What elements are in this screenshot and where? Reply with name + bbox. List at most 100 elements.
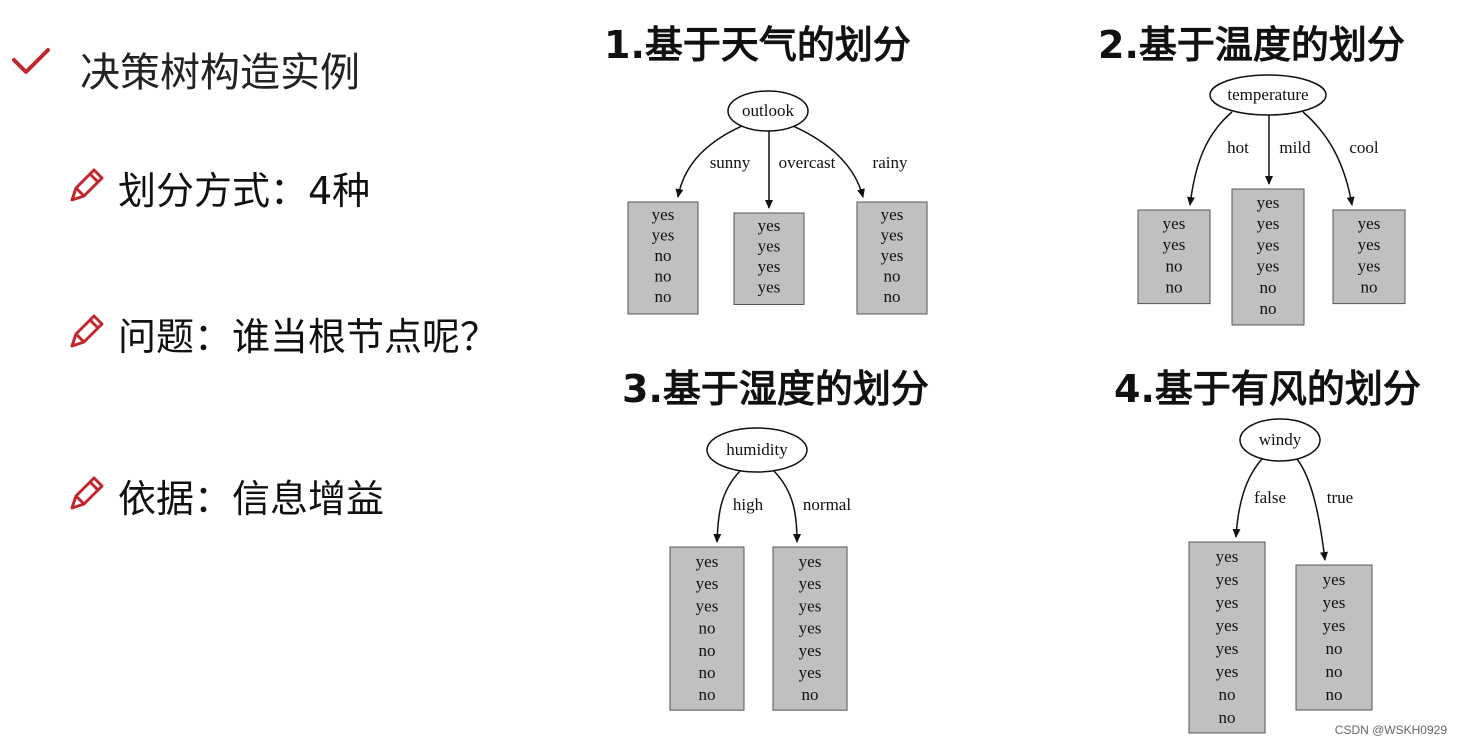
root-node-label: windy (1259, 430, 1302, 449)
leaf-value: yes (799, 619, 822, 638)
leaf-value: no (655, 267, 672, 286)
branch-label: true (1327, 488, 1353, 507)
leaf-node-rainy (856, 201, 928, 315)
tree-temperature: temperature hot yes yes no no mild yes yes yes yes… (1137, 74, 1406, 326)
leaf-value: no (699, 619, 716, 638)
edge-normal (773, 470, 801, 543)
root-node (706, 427, 808, 473)
leaf-value: yes (1358, 235, 1381, 254)
leaf-value: yes (1257, 257, 1280, 276)
leaf-node-overcast (733, 212, 805, 305)
leaf-value: yes (881, 205, 904, 224)
leaf-value: yes (799, 552, 822, 571)
leaf-node-high (669, 546, 745, 711)
leaf-value: yes (1163, 235, 1186, 254)
edge-rainy (792, 125, 865, 198)
leaf-value: no (1166, 256, 1183, 275)
leaf-value: yes (1257, 193, 1280, 212)
leaf-value: no (1260, 278, 1277, 297)
branch-label: rainy (873, 153, 908, 172)
leaf-value: yes (652, 226, 675, 245)
branch-label: normal (803, 495, 851, 514)
branch-label: overcast (779, 153, 836, 172)
edge-false (1232, 458, 1263, 538)
root-node (1239, 418, 1321, 462)
leaf-value: yes (1216, 593, 1239, 612)
leaf-value: yes (1257, 214, 1280, 233)
root-node-label: outlook (742, 101, 794, 120)
leaf-value: no (1260, 299, 1277, 318)
pencil-icon (70, 476, 104, 510)
leaf-value: no (884, 267, 901, 286)
leaf-value: yes (1323, 616, 1346, 635)
branch-label: false (1254, 488, 1286, 507)
section-title-outlook: 1.基于天气的划分 (604, 23, 911, 67)
leaf-value: no (699, 685, 716, 704)
page-title: 决策树构造实例 (80, 50, 360, 96)
section-title-humidity: 3.基于湿度的划分 (622, 367, 929, 411)
leaf-value: yes (799, 641, 822, 660)
leaf-value: yes (758, 237, 781, 256)
edge-high (713, 470, 741, 543)
pencil-icon (70, 168, 104, 202)
section-title-temperature: 2.基于温度的划分 (1098, 23, 1405, 67)
edge-cool (1302, 111, 1355, 206)
leaf-value: no (1166, 278, 1183, 297)
leaf-value: no (802, 685, 819, 704)
leaf-value: no (1326, 662, 1343, 681)
leaf-value: yes (696, 596, 719, 615)
branch-label: high (733, 495, 764, 514)
edge-hot (1187, 111, 1233, 206)
branch-label: sunny (710, 153, 751, 172)
leaf-value: yes (758, 257, 781, 276)
checkmark-icon (12, 48, 50, 74)
branch-label: mild (1279, 138, 1311, 157)
branch-label: hot (1227, 138, 1249, 157)
leaf-value: yes (758, 216, 781, 235)
leaf-node-false (1188, 541, 1266, 734)
leaf-value: no (884, 287, 901, 306)
leaf-value: yes (881, 226, 904, 245)
leaf-value: yes (799, 596, 822, 615)
tree-windy: windyfalseyesyesyesyesyesyesnonotrueyesy… (1188, 418, 1373, 734)
leaf-value: yes (1358, 214, 1381, 233)
root-node-label: temperature (1227, 85, 1308, 104)
leaf-value: yes (696, 574, 719, 593)
root-node (727, 90, 809, 132)
leaf-node-hot (1137, 209, 1211, 305)
leaf-node-sunny (627, 201, 699, 315)
leaf-value: no (699, 663, 716, 682)
edge-true (1296, 458, 1328, 561)
leaf-value: no (699, 641, 716, 660)
leaf-value: no (1219, 685, 1236, 704)
leaf-node-cool (1332, 209, 1406, 305)
leaf-node-normal (772, 546, 848, 711)
leaf-value: yes (1216, 547, 1239, 566)
leaf-value: yes (696, 552, 719, 571)
leaf-value: yes (881, 246, 904, 265)
leaf-value: yes (1216, 639, 1239, 658)
leaf-value: yes (1323, 593, 1346, 612)
branch-label: cool (1349, 138, 1379, 157)
leaf-node-true (1295, 564, 1373, 711)
bullet-basis: 依据：信息增益 (118, 477, 385, 521)
leaf-value: yes (652, 205, 675, 224)
leaf-value: no (1326, 639, 1343, 658)
leaf-value: yes (1216, 662, 1239, 681)
leaf-value: no (655, 287, 672, 306)
bullet-split-methods: 划分方式：4种 (118, 169, 371, 213)
root-node (1209, 74, 1327, 116)
leaf-value: yes (1216, 570, 1239, 589)
section-title-windy: 4.基于有风的划分 (1114, 367, 1421, 411)
pencil-icon (70, 314, 104, 348)
leaf-value: yes (1257, 235, 1280, 254)
leaf-value: yes (758, 278, 781, 297)
leaf-value: no (655, 246, 672, 265)
leaf-value: yes (799, 663, 822, 682)
edge-sunny (675, 125, 743, 198)
watermark: CSDN @WSKH0929 (1334, 723, 1447, 737)
leaf-value: yes (799, 574, 822, 593)
leaf-value: yes (1358, 256, 1381, 275)
leaf-node-mild (1231, 188, 1305, 326)
leaf-value: no (1326, 685, 1343, 704)
